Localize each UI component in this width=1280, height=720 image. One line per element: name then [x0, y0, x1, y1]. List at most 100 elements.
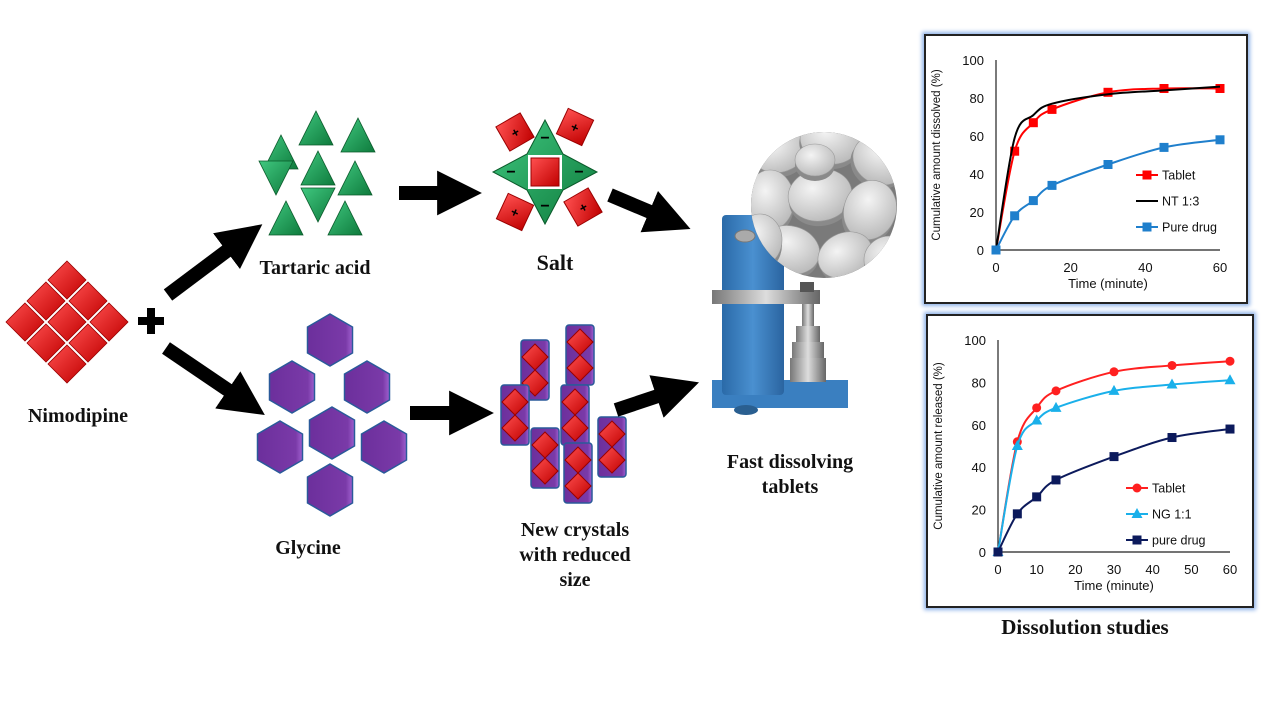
- series-pure-drug: [991, 135, 1225, 255]
- cation-square: [495, 112, 535, 152]
- legend-label: Tablet: [1152, 482, 1186, 496]
- legend-entry: Tablet: [1126, 482, 1186, 496]
- drug-diamond: [564, 472, 592, 500]
- glycine-hexagon: [343, 360, 391, 414]
- data-point: [1012, 509, 1022, 519]
- new-crystal: [560, 384, 590, 446]
- data-point: [1225, 424, 1235, 434]
- data-point: [1131, 508, 1143, 518]
- series-line: [995, 85, 1221, 251]
- y-tick-label: 60: [970, 129, 984, 144]
- data-point: [1047, 180, 1057, 190]
- minus-charge: −: [574, 164, 583, 181]
- series-ng-1-1: [992, 374, 1236, 556]
- nimodipine-crystals: [5, 260, 129, 384]
- data-point: [1132, 535, 1142, 545]
- data-point: [1142, 222, 1152, 232]
- data-point: [1132, 483, 1142, 493]
- y-tick-label: 40: [970, 167, 984, 182]
- salt-cation: +: [555, 107, 595, 147]
- new-crystal: [563, 442, 593, 504]
- new-crystal: [597, 416, 627, 478]
- data-point: [1103, 160, 1113, 169]
- data-point: [1159, 84, 1169, 93]
- legend-label: pure drug: [1152, 534, 1206, 548]
- y-axis-label: Cumulative amount dissolved (%): [931, 69, 943, 240]
- y-tick-label: 100: [962, 53, 984, 68]
- x-tick-label: 0: [992, 260, 999, 275]
- legend-entry: NT 1:3: [1136, 195, 1199, 209]
- x-tick-label: 0: [994, 562, 1001, 577]
- salt-core-cation: [530, 157, 560, 187]
- drug-diamond: [598, 446, 626, 474]
- label-fast-dissolving: Fast dissolving tablets: [700, 450, 880, 500]
- salt-cation: +: [495, 112, 535, 152]
- data-point: [1010, 146, 1020, 156]
- nimodipine-diamond: [89, 302, 129, 342]
- new-crystal: [565, 324, 595, 386]
- series-pure-drug: [993, 424, 1235, 557]
- label-new-crystals-line1: New crystals: [520, 519, 630, 541]
- legend-label: NT 1:3: [1162, 195, 1199, 209]
- y-tick-label: 20: [970, 205, 984, 220]
- label-fast-dissolving-line2: tablets: [761, 476, 819, 498]
- arrow-to-tartaric: [163, 224, 263, 301]
- label-new-crystals-line3: size: [559, 569, 591, 591]
- arrow-crystals-to-tablet: [613, 375, 700, 418]
- salt-cation: +: [563, 187, 603, 227]
- glycine-hexagon: [306, 463, 354, 517]
- data-point: [1103, 87, 1113, 97]
- glycine-crystals: [256, 313, 408, 517]
- tartaric-triangle: [300, 187, 336, 223]
- y-tick-label: 80: [972, 375, 986, 390]
- data-point: [1167, 360, 1177, 370]
- data-point: [1032, 492, 1042, 502]
- tartaric-triangle: [298, 110, 334, 146]
- nimodipine-diamond: [47, 302, 87, 342]
- label-glycine: Glycine: [275, 537, 341, 559]
- label-new-crystals-line2: with reduced: [519, 544, 631, 566]
- new-crystals: [500, 324, 627, 504]
- arrow-salt-to-tablet: [607, 188, 691, 233]
- tablet: [863, 235, 897, 278]
- legend-label: NG 1:1: [1152, 508, 1192, 522]
- glycine-hexagon: [360, 420, 408, 474]
- tartaric-acid-crystals: [258, 110, 376, 236]
- data-point: [1109, 452, 1119, 462]
- drug-diamond: [531, 457, 559, 485]
- glycine-hexagon: [256, 420, 304, 474]
- data-point: [1047, 104, 1057, 114]
- label-fast-dissolving-line1: Fast dissolving: [726, 451, 854, 473]
- data-point: [1028, 118, 1038, 128]
- tartaric-triangle: [258, 160, 294, 196]
- arrow-to-glycine: [162, 342, 265, 416]
- minus-charge: −: [506, 164, 515, 181]
- legend-label: Pure drug: [1162, 221, 1217, 235]
- label-tartaric-acid: Tartaric acid: [259, 257, 371, 279]
- cation-square: [495, 192, 535, 232]
- x-tick-label: 60: [1213, 260, 1227, 275]
- y-tick-label: 20: [972, 503, 986, 518]
- new-crystal: [500, 384, 530, 446]
- x-tick-label: 60: [1223, 562, 1237, 577]
- data-point: [1108, 384, 1120, 395]
- data-point: [1225, 356, 1235, 366]
- tartaric-triangle: [337, 160, 373, 196]
- legend-label: Tablet: [1162, 169, 1196, 183]
- data-point: [1142, 170, 1152, 180]
- minus-charge: −: [540, 198, 549, 215]
- x-tick-label: 40: [1138, 260, 1152, 275]
- data-point: [1050, 401, 1062, 412]
- x-tick-label: 40: [1145, 562, 1159, 577]
- cation-square: [555, 107, 595, 147]
- legend-entry: NG 1:1: [1126, 508, 1192, 522]
- data-point: [991, 245, 1001, 255]
- x-tick-label: 20: [1068, 562, 1082, 577]
- data-point: [1010, 211, 1020, 221]
- x-tick-label: 50: [1184, 562, 1198, 577]
- tartaric-triangle: [268, 200, 304, 236]
